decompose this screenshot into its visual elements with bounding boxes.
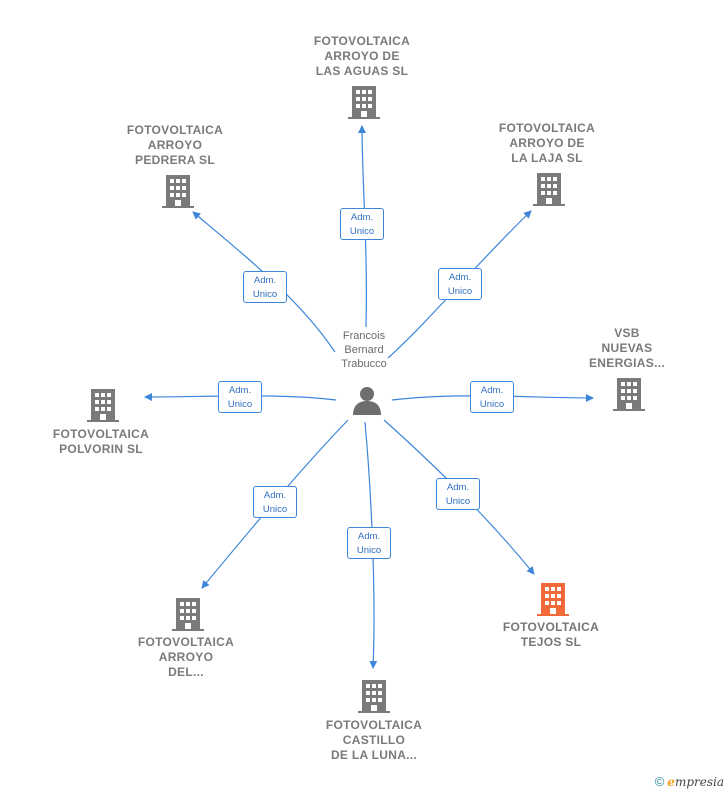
company-node-del[interactable]: FOTOVOLTAICA ARROYO DEL... [137, 635, 235, 679]
relation-label: Adm. Unico [218, 381, 262, 413]
building-icon [533, 173, 565, 206]
company-node-tejos[interactable]: FOTOVOLTAICA TEJOS SL [502, 620, 600, 649]
relation-label: Adm. Unico [340, 208, 384, 240]
relation-label: Adm. Unico [436, 478, 480, 510]
copyright-icon: © [654, 774, 665, 789]
relation-label: Adm. Unico [438, 268, 482, 300]
brand-logo[interactable]: empresia [667, 775, 724, 789]
building-icon [348, 86, 380, 119]
building-icon-highlighted [537, 583, 569, 616]
company-node-castillo[interactable]: FOTOVOLTAICA CASTILLO DE LA LUNA... [325, 718, 423, 762]
person-icon[interactable] [352, 385, 382, 415]
building-icon [358, 680, 390, 713]
company-node-laja[interactable]: FOTOVOLTAICA ARROYO DE LA LAJA SL [498, 121, 596, 165]
relation-label: Adm. Unico [243, 271, 287, 303]
footer-brand: ©empresia [655, 774, 724, 789]
building-icon [172, 598, 204, 631]
building-icon [87, 389, 119, 422]
company-node-vsb[interactable]: VSB NUEVAS ENERGIAS... [589, 326, 665, 370]
building-icon [613, 378, 645, 411]
relation-label: Adm. Unico [470, 381, 514, 413]
relation-label: Adm. Unico [347, 527, 391, 559]
building-icon [162, 175, 194, 208]
relation-label: Adm. Unico [253, 486, 297, 518]
company-node-polvorin[interactable]: FOTOVOLTAICA POLVORIN SL [52, 427, 150, 456]
person-name[interactable]: Francois Bernard Trabucco [341, 330, 387, 370]
company-node-aguas[interactable]: FOTOVOLTAICA ARROYO DE LAS AGUAS SL [313, 34, 411, 78]
company-node-pedrera[interactable]: FOTOVOLTAICA ARROYO PEDRERA SL [126, 123, 224, 167]
